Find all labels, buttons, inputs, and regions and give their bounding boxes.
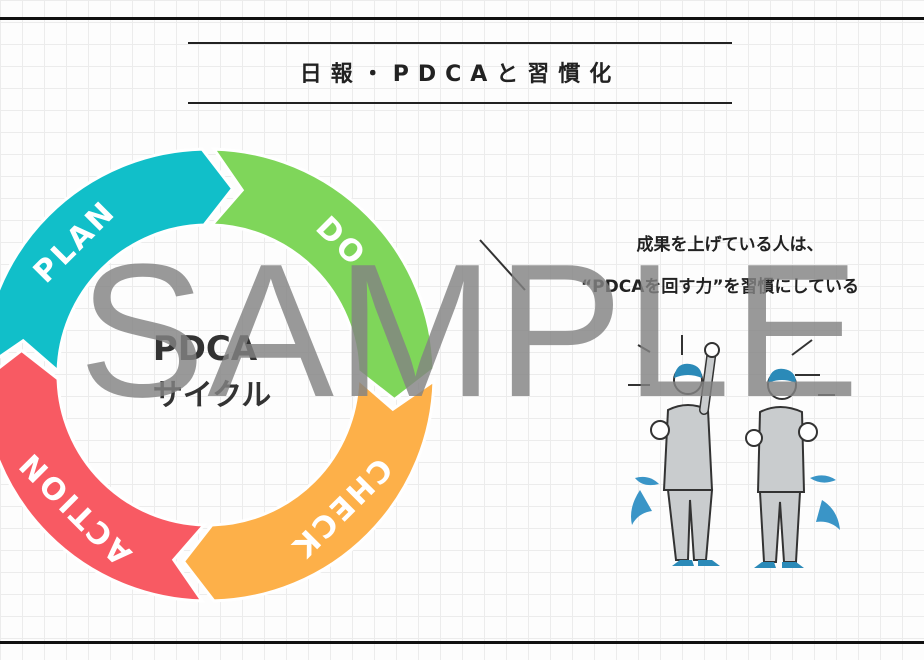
person-illustration-left	[631, 342, 720, 566]
cycle-center-title: PDCA	[153, 329, 258, 369]
cycle-segment-do	[208, 147, 436, 402]
title-rule-top	[188, 42, 732, 44]
bottom-border	[0, 641, 924, 644]
page-title: 日報・PDCAと習慣化	[299, 62, 621, 87]
cycle-segment-plan	[0, 147, 235, 375]
cycle-segment-check	[181, 375, 436, 603]
caption-line-2: “PDCAを回す力”を習慣にしている	[580, 277, 860, 297]
motion-lines	[628, 335, 835, 396]
cycle-center-subtitle: サイクル	[153, 378, 272, 413]
caption-line-1: 成果を上げている人は、	[636, 235, 824, 255]
top-border	[0, 17, 924, 20]
sample-watermark: SAMPLE	[78, 225, 862, 437]
cycle-segment-action	[0, 348, 208, 603]
pointer-line	[479, 239, 526, 291]
title-rule-bottom	[188, 102, 732, 104]
person-illustration-right	[745, 368, 840, 568]
